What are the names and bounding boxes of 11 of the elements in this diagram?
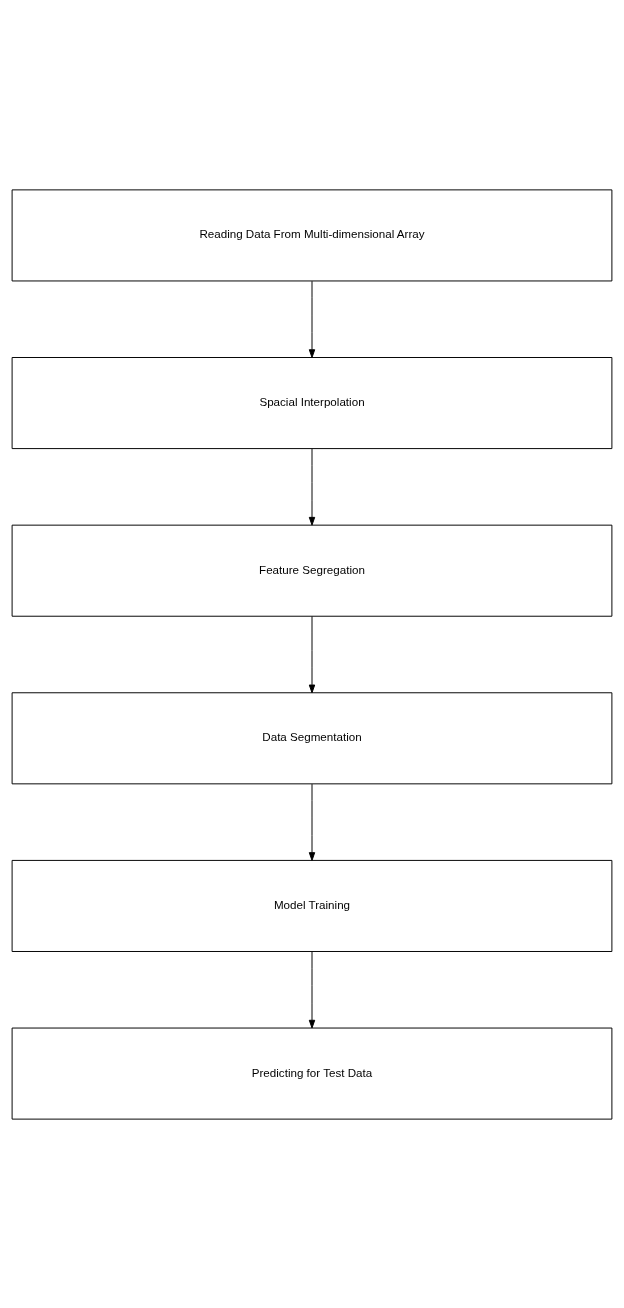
node-box: Predicting for Test Data (11, 1027, 613, 1120)
node-box: Reading Data From Multi-dimensional Array (11, 188, 613, 281)
node-box: Data Segmentation (11, 691, 613, 784)
arrow (308, 783, 316, 861)
arrow (308, 615, 316, 693)
arrow (308, 280, 316, 358)
arrow (308, 447, 316, 526)
node-box: Spacial Interpolation (11, 356, 613, 449)
arrow (308, 950, 316, 1028)
node-box: Feature Segregation (11, 524, 613, 617)
node-box: Model Training (11, 859, 613, 952)
